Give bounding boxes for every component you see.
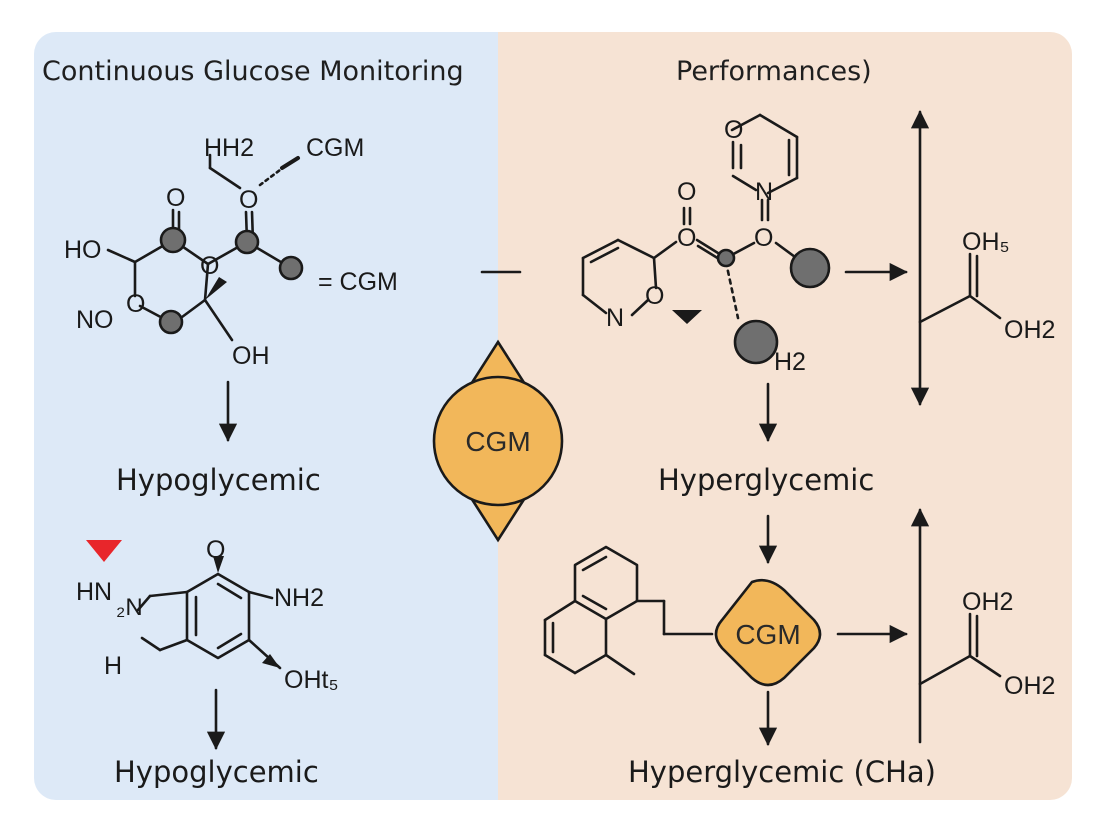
right-panel-title: Performances) — [676, 56, 872, 87]
label-nh2: NH2 — [274, 584, 325, 612]
label-hh2-top: HH2 — [204, 134, 255, 162]
wedge-bond-molecule-2-top — [213, 556, 224, 573]
label-o-bottom-ring: O — [645, 282, 665, 310]
right-cgm-badge-shape — [714, 578, 822, 687]
state-hyperglycemic-upper: Hyperglycemic — [658, 463, 875, 497]
label-n-sub: ₂N — [116, 594, 143, 621]
label-no: NO — [76, 306, 114, 334]
wedge-bond-molecule-2-bottom — [262, 654, 280, 668]
label-h-left: H — [104, 652, 123, 680]
atom-sphere — [789, 247, 831, 289]
acid-structure-bottom-bonds — [918, 612, 1002, 686]
bicyclic-structure-bonds — [543, 545, 714, 676]
atom-sphere — [278, 255, 304, 281]
label-o-ring-right: O — [724, 116, 744, 144]
center-cgm-badge-shape — [432, 339, 564, 543]
label-n-ring: N — [755, 178, 774, 206]
wedge-bond-molecule-1 — [205, 277, 227, 300]
label-acid-bottom-oh-upper: OH2 — [962, 588, 1014, 616]
atom-spheres — [158, 226, 831, 365]
atom-sphere — [159, 226, 187, 254]
state-hypoglycemic-lower: Hypoglycemic — [114, 755, 319, 789]
state-hyperglycemic-lower: Hyperglycemic (CHa) — [628, 755, 936, 789]
wedge-bond-molecule-3 — [672, 310, 702, 324]
atom-sphere — [158, 309, 184, 335]
left-panel-title: Continuous Glucose Monitoring — [42, 56, 464, 87]
right-cgm-badge-label: CGM — [735, 619, 801, 650]
label-cgm-top: CGM — [306, 134, 365, 162]
label-o-link-right: O — [754, 224, 774, 252]
label-o-ring-left: O — [126, 290, 146, 318]
label-o-top-molecule-2: O — [206, 536, 226, 564]
label-o-carbonyl-left: O — [166, 184, 186, 212]
label-oh-sub: OHt₅ — [284, 666, 339, 694]
atom-sphere — [733, 319, 779, 365]
label-acid-top-oh-lower: OH2 — [1004, 316, 1056, 344]
label-oh-bottom: OH — [232, 342, 270, 370]
label-o-ring-center: O — [200, 252, 220, 280]
label-ho: HO — [64, 236, 102, 264]
label-n-bottom-ring: N — [606, 304, 625, 332]
label-o-ring-top: O — [239, 186, 259, 214]
label-o-carbonyl-right: O — [677, 178, 697, 206]
label-hn: HN — [76, 578, 113, 606]
state-hypoglycemic-upper: Hypoglycemic — [116, 463, 321, 497]
right-panel-background — [498, 32, 1072, 800]
label-acid-top-oh-upper: OH₅ — [962, 228, 1010, 256]
label-h2-bottom: H2 — [774, 348, 806, 376]
label-o-link-left: O — [677, 224, 697, 252]
label-equals-cgm: = CGM — [318, 268, 398, 296]
left-panel-background — [34, 32, 554, 800]
atom-sphere — [716, 248, 736, 268]
atom-sphere — [234, 229, 260, 255]
label-acid-bottom-oh-lower: OH2 — [1004, 672, 1056, 700]
center-cgm-badge-label: CGM — [465, 426, 531, 457]
red-marker-triangle — [86, 540, 122, 562]
